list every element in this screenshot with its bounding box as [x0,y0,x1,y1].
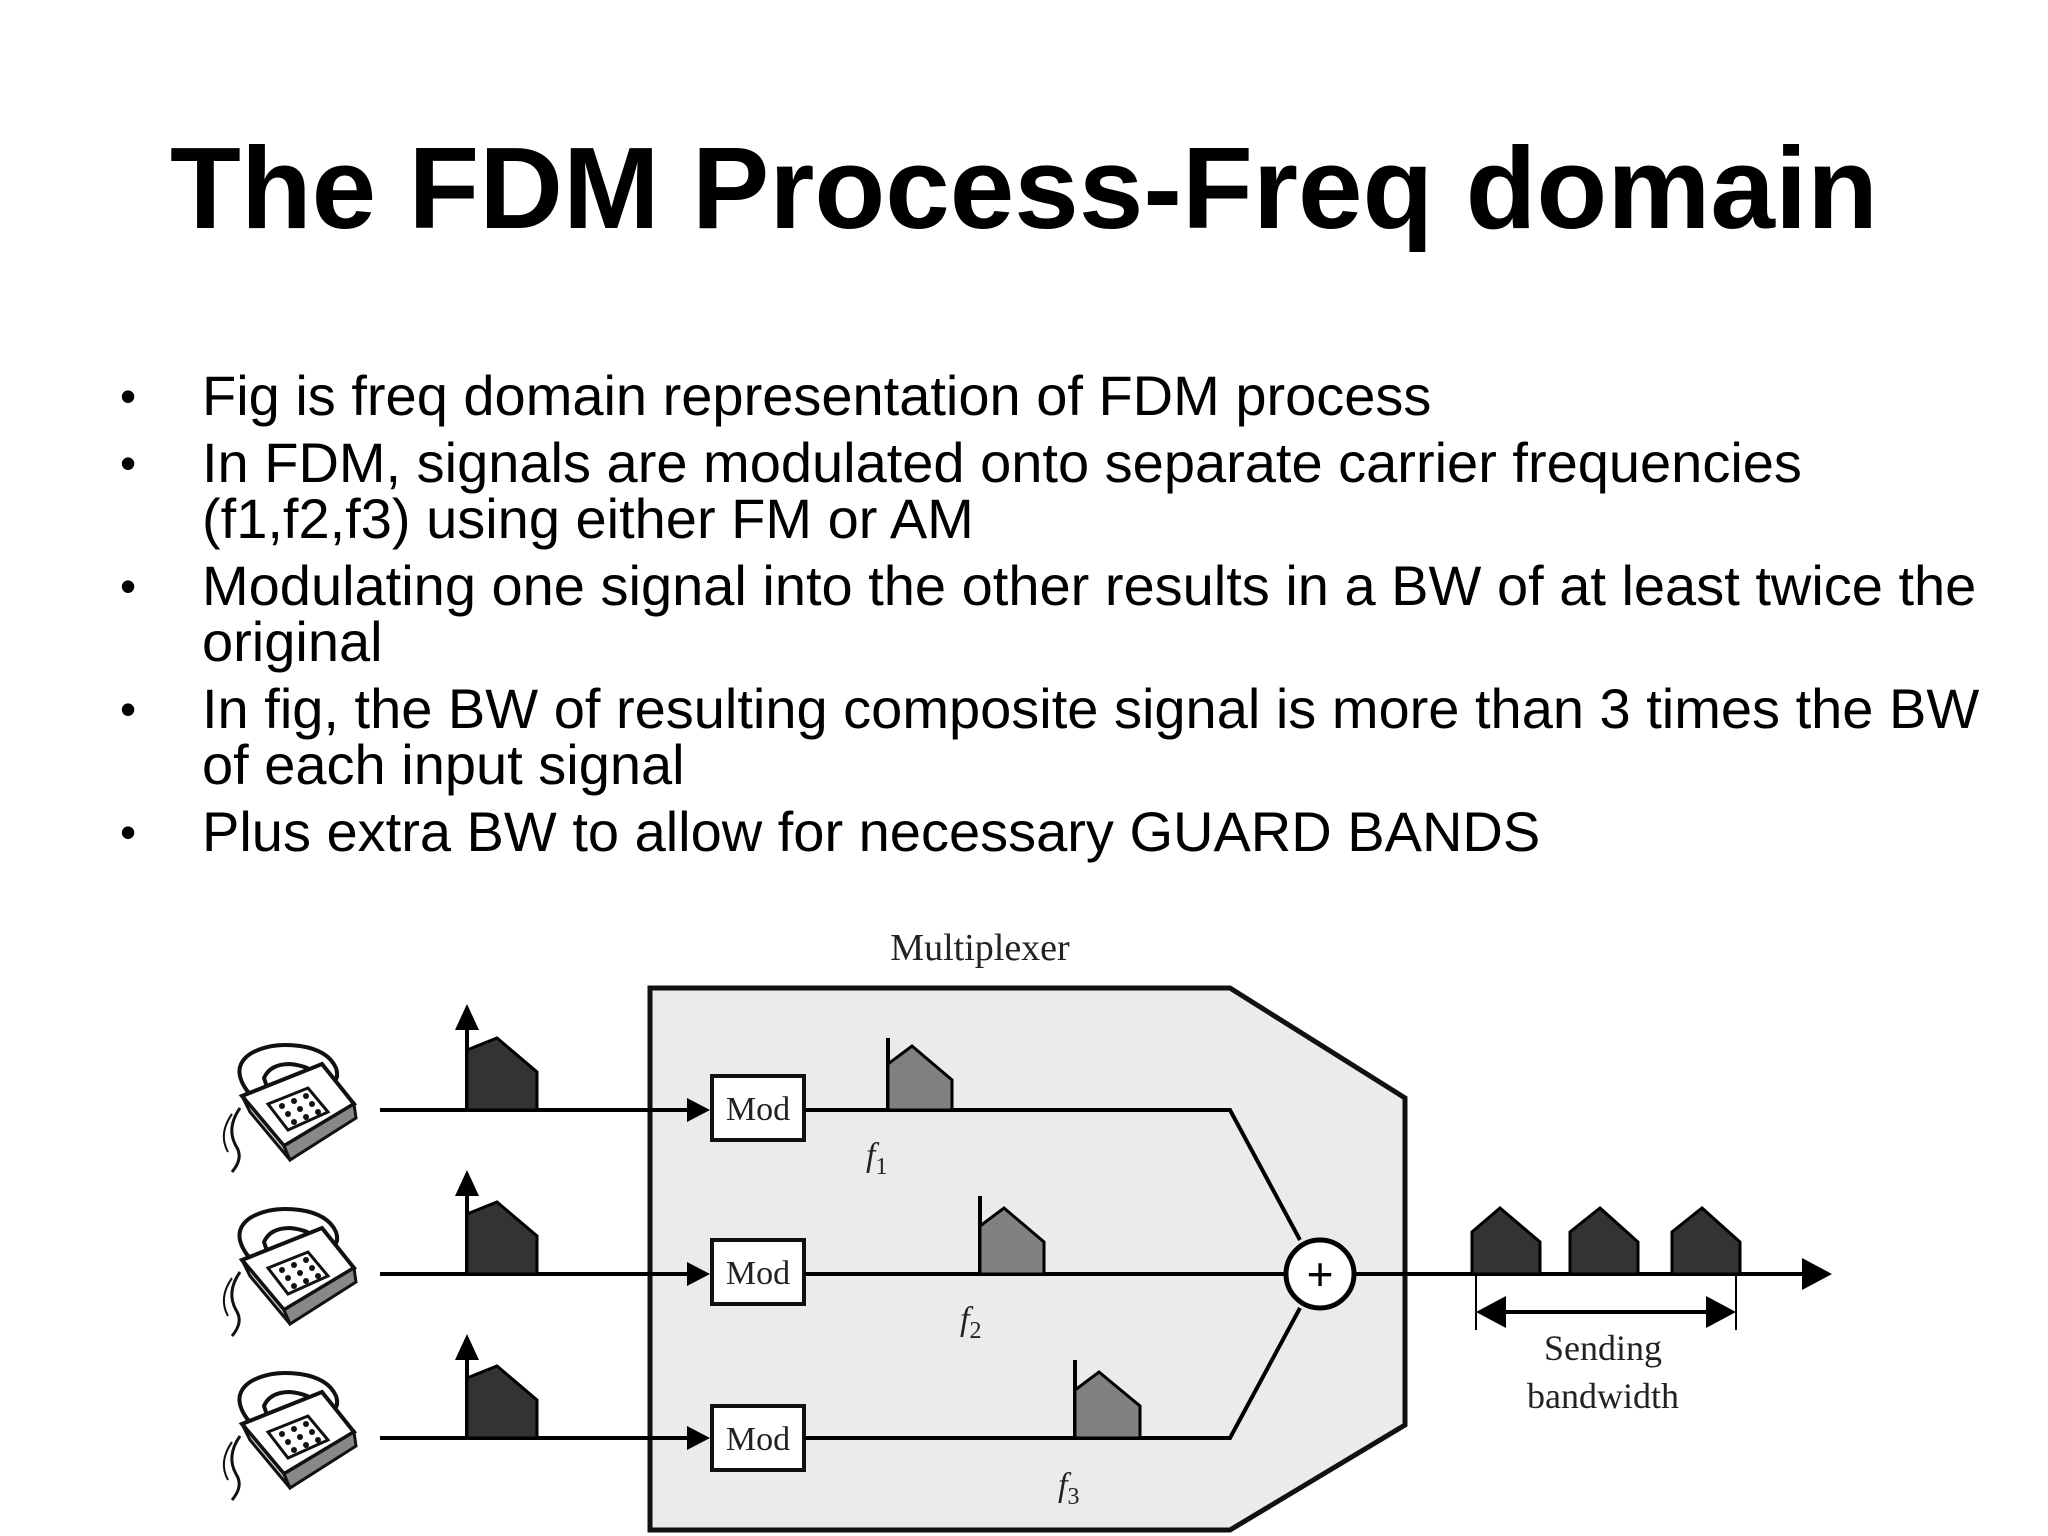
input-spectrum [465,1364,539,1440]
output-spectrum-2 [1568,1206,1640,1276]
sending-bandwidth-label: Sending [1544,1328,1662,1368]
carrier-spectrum-f2 [978,1206,1046,1276]
bullet-list: Fig is freq domain representation of FDM… [120,368,2020,871]
slide-title: The FDM Process-Freq domain [169,123,1879,253]
input-spectrum [465,1036,539,1112]
output-spectrum-1 [1470,1206,1542,1276]
mod-box [710,1404,806,1472]
telephone-icon [221,1043,358,1174]
fdm-diagram: Multiplexer Mod f1 Mod f2 [221,927,1832,1533]
carrier-spectrum-f1 [886,1044,954,1112]
bullet-item: Plus extra BW to allow for necessary GUA… [120,804,2020,861]
bullet-item: In fig, the BW of resulting composite si… [120,681,2020,793]
sending-bandwidth-label-2: bandwidth [1527,1376,1679,1416]
bullet-item: Modulating one signal into the other res… [120,558,2020,670]
mod-label: Mod [726,1421,790,1458]
input-spectrum [465,1200,539,1276]
bullet-item: In FDM, signals are modulated onto separ… [120,435,2020,547]
telephone-icon [221,1371,358,1502]
output-spectrum-3 [1670,1206,1742,1276]
mod-label: Mod [726,1255,790,1292]
carrier-spectrum-f3 [1073,1370,1142,1440]
output-signal: Sending bandwidth [1354,1206,1832,1416]
adder-node: + [1283,1237,1357,1311]
telephone-icon [221,1207,358,1338]
adder-symbol: + [1307,1248,1334,1300]
bullet-item: Fig is freq domain representation of FDM… [120,368,2020,425]
multiplexer-label: Multiplexer [890,927,1070,969]
input-row-1: Mod f1 [221,1004,1302,1241]
input-row-2: Mod f2 [221,1170,1286,1344]
mod-label: Mod [726,1091,790,1128]
input-row-3: Mod f3 [221,1307,1302,1510]
mod-box [710,1238,806,1306]
